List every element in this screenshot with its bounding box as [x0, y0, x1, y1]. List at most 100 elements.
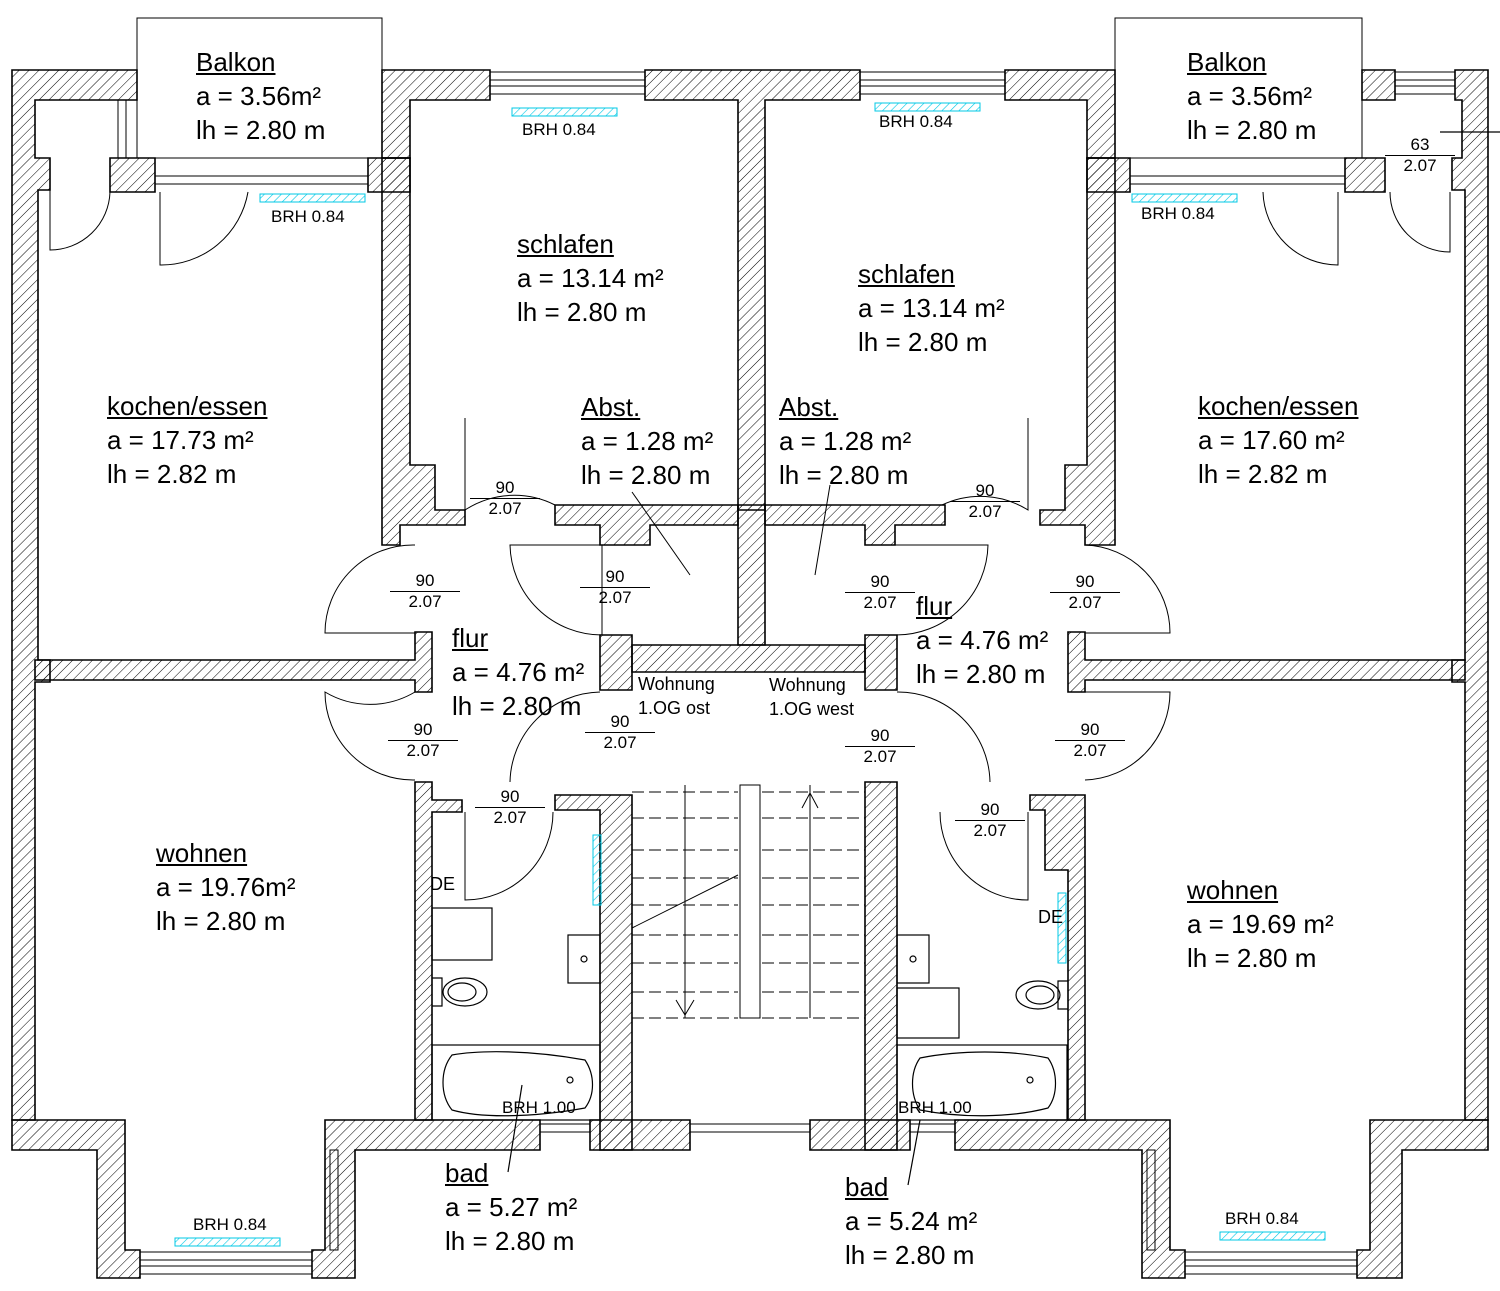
washbasin-e: [896, 934, 930, 984]
room-height: lh = 2.80 m: [156, 906, 286, 936]
room-name: Abst.: [779, 392, 839, 422]
toilet-e: [1015, 980, 1061, 1010]
wall-abst-e: [764, 504, 946, 546]
brh-label: BRH 1.00: [502, 1098, 576, 1117]
room-area: a = 1.28 m²: [779, 426, 912, 456]
door-width: 90: [475, 787, 545, 808]
unit-label-west: Wohnung 1.OG west: [769, 673, 854, 721]
door-width: 90: [580, 567, 650, 588]
room-area: a = 3.56m²: [1187, 81, 1313, 111]
door-width: 90: [390, 571, 460, 592]
room-schlafen-east: schlafen a = 13.14 m² lh = 2.80 m: [858, 257, 1005, 359]
room-height: lh = 2.82 m: [107, 459, 237, 489]
room-abst-east: Abst. a = 1.28 m² lh = 2.80 m: [779, 390, 911, 492]
unit-label-line: Wohnung: [769, 675, 846, 695]
wall-center-top: [737, 504, 766, 646]
room-kochen-west: kochen/essen a = 17.73 m² lh = 2.82 m: [107, 389, 267, 491]
de-label: DE: [1038, 907, 1064, 927]
wall-balcony-jamb-w1: [109, 157, 156, 193]
room-area: a = 3.56m²: [196, 81, 322, 111]
door-height: 2.07: [973, 821, 1007, 840]
room-height: lh = 2.80 m: [581, 460, 711, 490]
room-area: a = 19.69 m²: [1187, 909, 1334, 939]
balcony-east: [1114, 17, 1363, 159]
room-area: a = 13.14 m²: [858, 293, 1005, 323]
brh-label: BRH 0.84: [193, 1215, 267, 1234]
room-name: kochen/essen: [107, 391, 268, 421]
room-name: Balkon: [1187, 47, 1267, 77]
shower-tray-e: [896, 987, 960, 1039]
room-area: a = 13.14 m²: [517, 263, 664, 293]
brh-label: BRH 0.84: [271, 207, 345, 226]
room-abst-west: Abst. a = 1.28 m² lh = 2.80 m: [581, 390, 713, 492]
room-area: a = 4.76 m²: [452, 657, 585, 687]
brh-label: BRH 0.84: [522, 120, 596, 139]
wall-bad-w-left: [414, 781, 463, 1121]
door-width: 90: [1050, 572, 1120, 593]
wall-south-6: [1356, 1119, 1489, 1279]
room-bad-west: bad a = 5.27 m² lh = 2.80 m: [445, 1156, 577, 1258]
room-flur-east: flur a = 4.76 m² lh = 2.80 m: [916, 589, 1048, 691]
wall-center: [599, 634, 633, 691]
room-height: lh = 2.80 m: [1187, 943, 1317, 973]
balconies: [136, 17, 1363, 159]
room-name: schlafen: [517, 229, 614, 259]
window-sills: [174, 102, 1326, 1247]
room-wohnen-east: wohnen a = 19.69 m² lh = 2.80 m: [1187, 873, 1334, 975]
door-height: 2.07: [1403, 156, 1437, 175]
wall-outer-west: [11, 69, 138, 1121]
room-balkon-west: Balkon a = 3.56m² lh = 2.80 m: [196, 45, 325, 147]
unit-label-line: 1.OG west: [769, 699, 855, 719]
room-height: lh = 2.80 m: [1187, 115, 1317, 145]
door-width: 63: [1385, 135, 1455, 156]
room-name: Abst.: [581, 392, 641, 422]
wall-schlafen-e: [1039, 157, 1116, 546]
windows: [117, 71, 1456, 1275]
room-area: a = 19.76m²: [156, 872, 296, 902]
door-height: 2.07: [863, 747, 897, 766]
bathtub-e: [896, 1044, 1068, 1121]
room-name: Balkon: [196, 47, 276, 77]
wall-center-2: [864, 634, 898, 691]
door-height: 2.07: [598, 588, 632, 607]
balcony-west: [136, 17, 383, 159]
room-height: lh = 2.80 m: [445, 1226, 575, 1256]
room-area: a = 4.76 m²: [916, 625, 1049, 655]
room-name: wohnen: [156, 838, 248, 868]
wall-part-w: [34, 631, 433, 693]
wall-north-3: [1004, 69, 1116, 159]
room-height: lh = 2.80 m: [916, 659, 1046, 689]
wall-south-3: [589, 1119, 691, 1151]
wall-bad-e-left: [864, 781, 898, 1151]
door-width: 90: [388, 720, 458, 741]
room-area: a = 5.27 m²: [445, 1192, 578, 1222]
room-name: flur: [916, 591, 953, 621]
room-height: lh = 2.80 m: [452, 691, 582, 721]
room-kochen-east: kochen/essen a = 17.60 m² lh = 2.82 m: [1198, 389, 1358, 491]
wall-abst-w: [554, 504, 739, 546]
wall-north-1: [381, 69, 491, 159]
room-area: a = 1.28 m²: [581, 426, 714, 456]
room-height: lh = 2.80 m: [858, 327, 988, 357]
room-height: lh = 2.80 m: [196, 115, 326, 145]
room-wohnen-west: wohnen a = 19.76m² lh = 2.80 m: [156, 836, 295, 938]
washbasin-w: [567, 934, 601, 984]
door-height: 2.07: [493, 808, 527, 827]
door-width: 90: [585, 712, 655, 733]
brh-label: BRH 0.84: [879, 112, 953, 131]
door-width: 90: [955, 800, 1025, 821]
room-height: lh = 2.80 m: [779, 460, 909, 490]
shower-tray-w: [431, 907, 493, 961]
door-height: 2.07: [408, 592, 442, 611]
door-height: 2.07: [406, 741, 440, 760]
room-name: bad: [845, 1172, 889, 1202]
